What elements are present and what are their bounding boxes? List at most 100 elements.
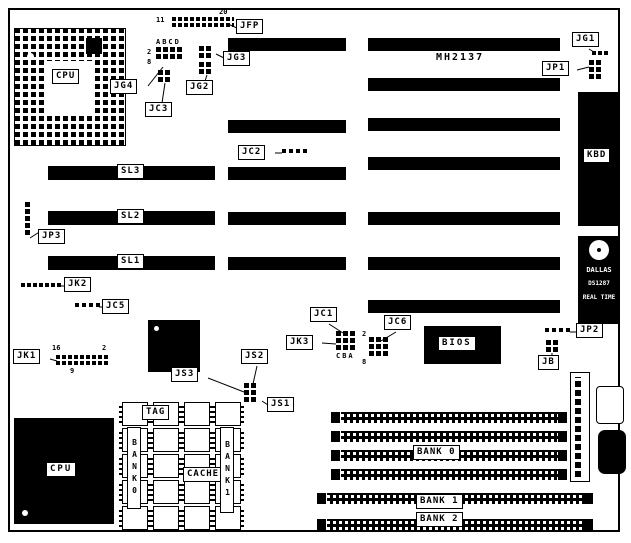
power-connector (570, 372, 590, 482)
jg1-label: JG1 (572, 32, 600, 47)
cache-chip (212, 506, 244, 530)
simm-socket (341, 431, 558, 442)
dallas-logo-dot (597, 248, 601, 252)
cache-chip (150, 428, 182, 452)
cache-chip (150, 454, 182, 478)
simm-end (331, 450, 340, 461)
jc2-jumper (282, 149, 308, 153)
jg1-jumper (592, 51, 608, 55)
jg3-jumper (199, 46, 211, 58)
sl2-label: SL2 (117, 209, 145, 224)
isa-slot-segment (228, 38, 346, 51)
jg4-label: JG4 (110, 79, 138, 94)
keyboard-din-connector (596, 386, 624, 424)
cache-chip (181, 428, 213, 452)
jg4-pin8-label: 8 (147, 58, 152, 66)
jk2-jumper (21, 282, 61, 287)
jc5-jumper (75, 303, 101, 307)
cpu-label: CPU (46, 462, 77, 477)
simm-socket (341, 469, 558, 480)
jk1-pin9-label: 9 (70, 367, 75, 375)
socket-pin1-dot (27, 53, 34, 60)
simm-end (558, 431, 567, 442)
simm-end (317, 493, 326, 504)
chipset-chip (148, 320, 200, 372)
isa-slot-segment (228, 212, 346, 225)
js2-label: JS2 (241, 349, 269, 364)
isa-slot-segment (368, 212, 560, 225)
simm-end (558, 412, 567, 423)
simm-end (317, 519, 326, 530)
bios-label: BIOS (438, 336, 476, 351)
jc6-jumper-block (369, 337, 388, 356)
jc6-pin8-label: 8 (362, 358, 367, 366)
cpu-socket: CPU (14, 28, 126, 146)
isa-slot-segment (368, 300, 560, 313)
tag-label: TAG (142, 405, 170, 420)
isa-slot-segment (228, 120, 346, 133)
isa-slot-segment (368, 78, 560, 91)
isa-slot-segment (228, 167, 346, 180)
simm-socket (341, 412, 558, 423)
cache-chip (212, 402, 244, 426)
jc3-label: JC3 (145, 102, 173, 117)
jfp-pin11-label: 11 (156, 16, 165, 24)
jk1-label: JK1 (13, 349, 41, 364)
simm-end (584, 493, 593, 504)
jk3-jumper-block (336, 331, 355, 350)
jp1-jumper-block (589, 60, 601, 79)
jk1-pin2-label: 2 (102, 344, 107, 352)
jp2-jumper (545, 328, 571, 332)
cache-chip (181, 402, 213, 426)
bank2-label: BANK 2 (416, 512, 463, 527)
board-model: MH2137 (436, 52, 485, 63)
rtc-brand: DALLAS (586, 266, 612, 274)
sl3-label: SL3 (117, 164, 145, 179)
jg2-label: JG2 (186, 80, 214, 95)
simm-end (331, 469, 340, 480)
bank1-label: BANK 1 (416, 494, 463, 509)
cache-chip (150, 506, 182, 530)
jk3-label: JK3 (286, 335, 314, 350)
jp2-label: JP2 (576, 323, 604, 338)
jb-label: JB (538, 355, 559, 370)
jk1-pin16-label: 16 (52, 344, 61, 352)
sl1-label: SL1 (117, 254, 145, 269)
jg3-label: JG3 (223, 51, 251, 66)
jk2-label: JK2 (64, 277, 92, 292)
isa-slot-segment (368, 38, 560, 51)
jc2-label: JC2 (238, 145, 266, 160)
js1-label: JS1 (267, 397, 295, 412)
simm-end (331, 431, 340, 442)
jg2-jumper (199, 62, 211, 74)
jc6-pin2-label: 2 (362, 330, 367, 338)
rtc-part-number: DS1287 (588, 280, 610, 287)
simm-end (558, 469, 567, 480)
jfp-pin20-label: 20 (219, 8, 228, 16)
jfp-header (172, 16, 234, 27)
cache-chip (119, 506, 151, 530)
isa-slot-segment (368, 257, 560, 270)
chipset-pin1-dot (154, 326, 159, 331)
jc6-label: JC6 (384, 315, 412, 330)
js3-label: JS3 (171, 367, 199, 382)
jk1-header (56, 354, 110, 365)
oscillator-chip (86, 38, 102, 54)
jk3-columns-label: CBA (336, 352, 355, 360)
jg4-jumper-block (156, 47, 182, 59)
cache-chip (150, 480, 182, 504)
isa-slot-segment (368, 118, 560, 131)
jp1-label: JP1 (542, 61, 570, 76)
cpu-socket-label: CPU (52, 69, 80, 84)
cpu-chip: CPU (14, 418, 114, 524)
rtc-function: REAL TIME (582, 294, 616, 301)
isa-slot-segment (368, 157, 560, 170)
isa-slot-segment (228, 257, 346, 270)
js-jumper-block (244, 383, 256, 402)
jb-jumper (546, 340, 558, 352)
simm-end (584, 519, 593, 530)
jp3-jumper (25, 202, 30, 235)
cache-bank1-label: BANK1 (220, 427, 234, 513)
jc1-label: JC1 (310, 307, 338, 322)
